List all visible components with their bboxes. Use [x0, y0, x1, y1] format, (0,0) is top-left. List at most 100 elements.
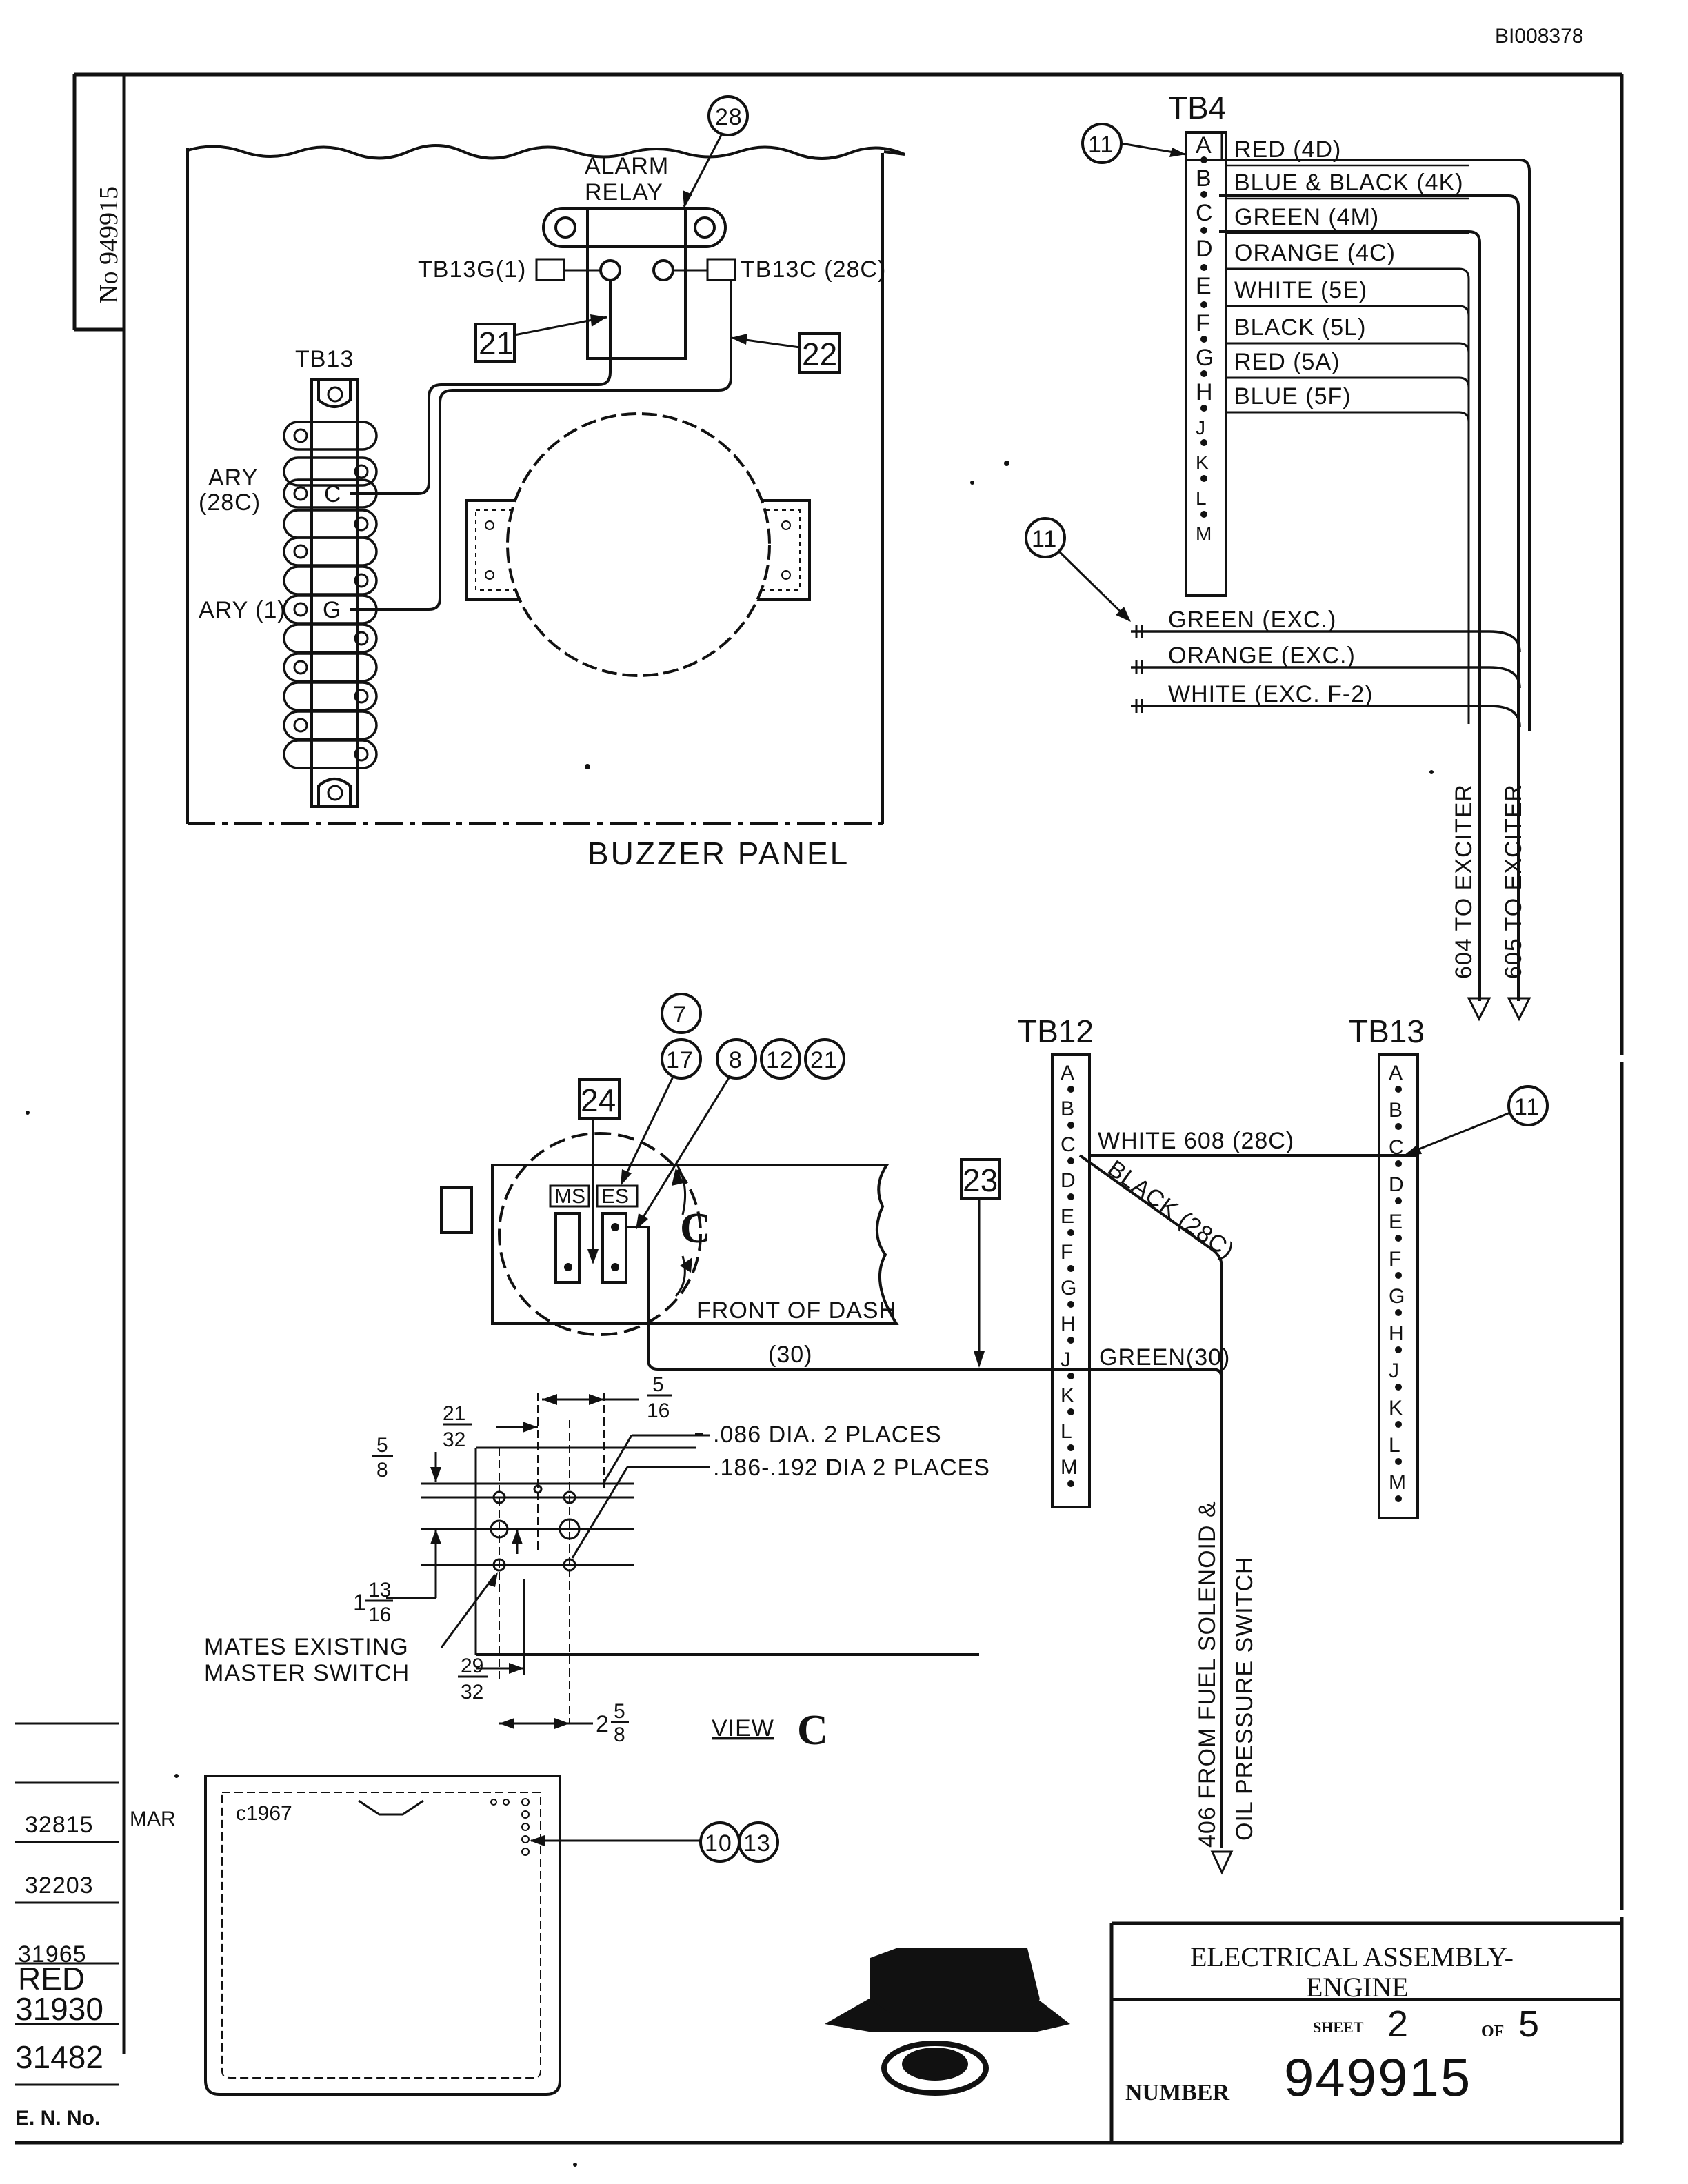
callout-12: [760, 1038, 801, 1080]
drawing-number: 949915: [1284, 2047, 1471, 2107]
dim-1-13-16-den: 16: [368, 1604, 391, 1626]
view-c-assembly: MS ES C FRONT OF DASH (30) 7 17 8 12 21 …: [440, 993, 1059, 1371]
callout-13-text: 13: [743, 1830, 771, 1857]
revision-entry-5: 31930: [15, 1991, 103, 2027]
engine-switch: [601, 1212, 627, 1284]
tb4-letter-c: C: [1196, 200, 1213, 226]
tb13-lower-label: TB13: [1349, 1013, 1425, 1049]
tb12-label: TB12: [1018, 1013, 1094, 1049]
exciter-wiring: 11 GREEN (EXC.)ORANGE (EXC.)WHITE (EXC. …: [1025, 159, 1531, 1022]
dim-2-5-8-whole: 2: [596, 1711, 610, 1737]
es-label: ES: [601, 1185, 629, 1208]
callout-21: [804, 1038, 845, 1080]
lead-605-to-exciter: 605 TO EXCITER: [1500, 784, 1527, 979]
mates-existing-line2: MASTER SWITCH: [204, 1660, 410, 1686]
dim-21-32-num: 21: [443, 1402, 465, 1425]
box-23-text: 23: [963, 1162, 998, 1198]
tb13-lower-callout-text: 11: [1514, 1094, 1540, 1120]
tb12-letter-d: D: [1061, 1169, 1076, 1192]
tb13-lower-letter-j: J: [1389, 1359, 1399, 1382]
tb4-wire-5: WHITE (5E): [1234, 277, 1367, 303]
relay-terminal-c: [652, 259, 674, 281]
tb4-letter-l: L: [1196, 487, 1207, 509]
dim-5-8-num: 5: [376, 1434, 388, 1457]
tb12-letter-m: M: [1061, 1456, 1078, 1479]
sheet-number: 2: [1387, 2003, 1408, 2045]
tb13-lower-letter-a: A: [1389, 1062, 1403, 1084]
note-dia-086: .086 DIA. 2 PLACES: [713, 1422, 942, 1448]
dim-29-32-num: 29: [461, 1655, 483, 1677]
of-label: OF: [1481, 2023, 1504, 2041]
dim-1-13-16-whole: 1: [353, 1590, 367, 1616]
tb4-wire-2: BLUE & BLACK (4K): [1234, 170, 1464, 196]
tb4-letter-k: K: [1196, 452, 1209, 473]
tb4-wire-1: RED (4D): [1234, 136, 1341, 163]
tb12-letter-c: C: [1061, 1133, 1076, 1156]
tb4-wire-4: ORANGE (4C): [1234, 240, 1396, 266]
dim-5-8-den: 8: [376, 1459, 388, 1482]
tb13-lower-letter-h: H: [1389, 1322, 1404, 1345]
terminal-tb13g: TB13G(1): [418, 256, 526, 283]
title-line1: ELECTRICAL ASSEMBLY-: [1190, 1941, 1514, 1972]
box-22: [798, 332, 841, 374]
relay-label-line1: ALARM: [585, 153, 669, 179]
tb13-lower-letter-b: B: [1389, 1099, 1403, 1122]
tb4-wire-8: BLUE (5F): [1234, 383, 1352, 410]
tb12-letter-h: H: [1061, 1313, 1076, 1335]
revision-entry-4: RED: [18, 1961, 85, 1996]
view-letter-c: C: [680, 1205, 711, 1252]
tb12-letter-e: E: [1061, 1205, 1074, 1228]
title-block: ELECTRICAL ASSEMBLY- ENGINE SHEET 2 OF 5…: [594, 1921, 1622, 2143]
revision-mar: MAR: [130, 1808, 176, 1830]
callout-8: [716, 1038, 757, 1080]
alarm-relay: [586, 207, 687, 360]
callout-8-text: 8: [729, 1047, 743, 1073]
mates-existing-line1: MATES EXISTING: [204, 1634, 409, 1660]
revision-entry-2: 32203: [25, 1872, 94, 1899]
lower-panel-mark: c1967: [236, 1802, 292, 1825]
box-24: [578, 1078, 621, 1120]
dim-5-16-num: 5: [652, 1373, 664, 1396]
tb13-lower-letter-l: L: [1389, 1434, 1400, 1457]
callout-17: [661, 1038, 702, 1080]
box-23: [960, 1158, 1001, 1200]
relay-label-line2: RELAY: [585, 179, 663, 205]
of-number: 5: [1518, 2003, 1539, 2045]
relay-mount-screw-left: [554, 216, 576, 239]
tb12-letter-f: F: [1061, 1241, 1073, 1264]
buzzer-panel: ALARM RELAY 28 TB13G(1) TB13C (28C) 21 2…: [186, 95, 905, 871]
dash-indicator: [440, 1186, 473, 1234]
note-dia-186: .186-.192 DIA 2 PLACES: [713, 1455, 990, 1481]
dim-29-32-den: 32: [461, 1681, 483, 1703]
tb12-letter-l: L: [1061, 1420, 1072, 1443]
unit-rig-logo: UNIT RIG: [594, 1948, 1070, 2096]
tb12-letter-j: J: [1061, 1348, 1071, 1371]
callout-13: [738, 1821, 779, 1863]
front-of-dash: FRONT OF DASH: [696, 1297, 896, 1324]
tb4-letter-m: M: [1196, 523, 1212, 545]
tb12-letter-b: B: [1061, 1098, 1074, 1120]
title-line2: ENGINE: [1306, 1972, 1409, 2003]
tb13-lower-letter-e: E: [1389, 1211, 1403, 1233]
dim-5-16-den: 16: [647, 1399, 670, 1422]
callout-12-text: 12: [766, 1047, 794, 1073]
es-label-box: [596, 1184, 639, 1208]
view-label-letter: C: [797, 1707, 828, 1754]
box-21: [474, 323, 516, 363]
tb4-label: TB4: [1168, 90, 1226, 125]
tb4-letter-h: H: [1196, 379, 1213, 405]
view-label: VIEW: [712, 1715, 774, 1741]
relay-terminal-g: [599, 259, 621, 281]
tb12-letter-k: K: [1061, 1384, 1074, 1407]
tb13-lower-letter-g: G: [1389, 1285, 1405, 1308]
oil-pressure-label: OIL PRESSURE SWITCH: [1232, 1556, 1258, 1841]
lower-panel: c1967 10 13: [204, 1775, 779, 2096]
tb13-lower-letter-f: F: [1389, 1248, 1401, 1271]
tb4-letter-e: E: [1196, 273, 1212, 299]
revision-footer: E. N. No.: [15, 2107, 100, 2130]
exciter-wire-2: ORANGE (EXC.): [1168, 643, 1356, 669]
fuel-solenoid-label: 406 FROM FUEL SOLENOID &: [1194, 1501, 1220, 1848]
callout-17-text: 17: [666, 1047, 694, 1073]
